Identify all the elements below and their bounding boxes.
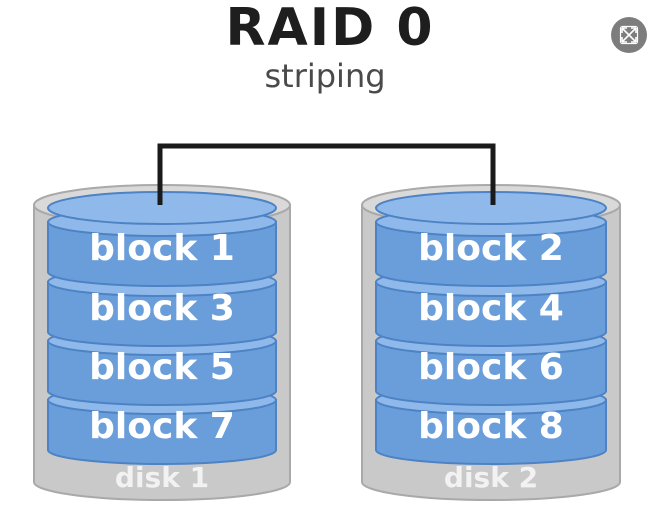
- block-label: block 5: [89, 347, 235, 388]
- block-2-2: block 4: [375, 267, 607, 347]
- block-label: block 6: [418, 347, 564, 388]
- diagram-title: RAID 0: [225, 0, 435, 58]
- expand-arrows-icon: [619, 25, 639, 45]
- expand-button[interactable]: [611, 17, 647, 53]
- block-label: block 1: [89, 228, 235, 269]
- block-label: block 3: [89, 288, 235, 329]
- disk-1: block 7 block 5 block 3 block 1 disk 1: [33, 184, 291, 501]
- disk-label: disk 1: [115, 461, 209, 494]
- block-label: block 8: [418, 406, 564, 447]
- block-label: block 4: [418, 288, 564, 329]
- block-label: block 7: [89, 406, 235, 447]
- connector-line: [157, 143, 496, 205]
- block-label: block 2: [418, 228, 564, 269]
- disk-label: disk 2: [444, 461, 538, 494]
- disk-2: block 8 block 6 block 4 block 2 disk 2: [361, 184, 621, 501]
- diagram-subtitle: striping: [264, 57, 386, 95]
- block-1-4: block 7: [47, 385, 277, 465]
